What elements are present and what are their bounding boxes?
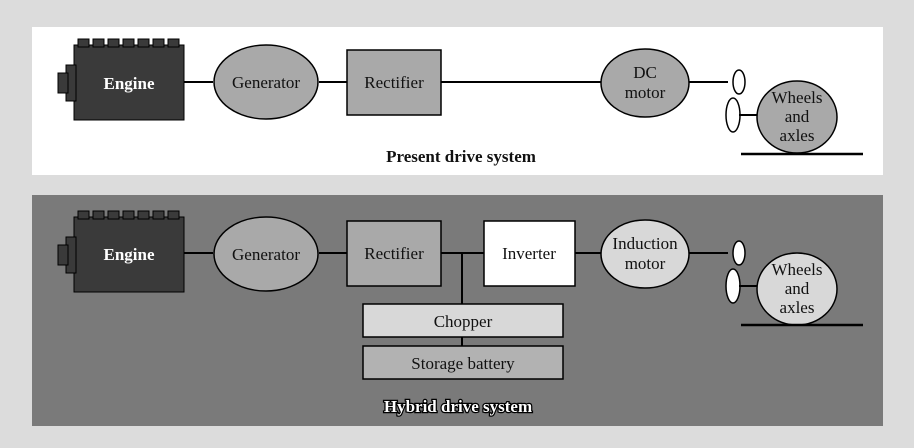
inverter-label: Inverter bbox=[502, 244, 556, 263]
motor-label-line1: DC bbox=[633, 63, 657, 82]
engine-label: Engine bbox=[103, 245, 154, 264]
wheels-label-line3: axles bbox=[780, 298, 815, 317]
induction-motor-node: Induction motor bbox=[600, 219, 690, 289]
dc-motor-node: DC motor bbox=[600, 48, 690, 118]
chopper-label: Chopper bbox=[434, 312, 493, 331]
wheels-label-line1: Wheels bbox=[772, 260, 823, 279]
wheels-label-line2: and bbox=[785, 107, 810, 126]
motor-label-line2: motor bbox=[625, 83, 666, 102]
present-panel: Engine Generator Rectifier DC motor Whee… bbox=[32, 27, 883, 175]
rectifier-node: Rectifier bbox=[346, 49, 442, 116]
engine-label: Engine bbox=[103, 74, 154, 93]
generator-label: Generator bbox=[232, 245, 300, 264]
wheels-label-line3: axles bbox=[780, 126, 815, 145]
hybrid-caption: Hybrid drive system bbox=[384, 397, 532, 416]
wheels-axles-node: Wheels and axles bbox=[756, 80, 838, 154]
wheels-label-line2: and bbox=[785, 279, 810, 298]
motor-label-line1: Induction bbox=[612, 234, 678, 253]
present-caption: Present drive system bbox=[386, 147, 536, 166]
hybrid-panel: Engine Generator Rectifier Inverter Indu… bbox=[32, 195, 883, 426]
rectifier-label: Rectifier bbox=[364, 73, 424, 92]
wheels-label-line1: Wheels bbox=[772, 88, 823, 107]
storage-battery-node: Storage battery bbox=[362, 345, 564, 380]
motor-label-line2: motor bbox=[625, 254, 666, 273]
generator-node: Generator bbox=[213, 216, 319, 292]
inverter-node: Inverter bbox=[483, 220, 576, 287]
battery-label: Storage battery bbox=[411, 354, 515, 373]
gear-icon bbox=[725, 69, 746, 133]
chopper-node: Chopper bbox=[362, 303, 564, 338]
engine-block: Engine bbox=[57, 38, 185, 121]
rectifier-label: Rectifier bbox=[364, 244, 424, 263]
generator-label: Generator bbox=[232, 73, 300, 92]
engine-block: Engine bbox=[57, 210, 185, 293]
rectifier-node: Rectifier bbox=[346, 220, 442, 287]
generator-node: Generator bbox=[213, 44, 319, 120]
wheels-axles-node: Wheels and axles bbox=[756, 252, 838, 326]
